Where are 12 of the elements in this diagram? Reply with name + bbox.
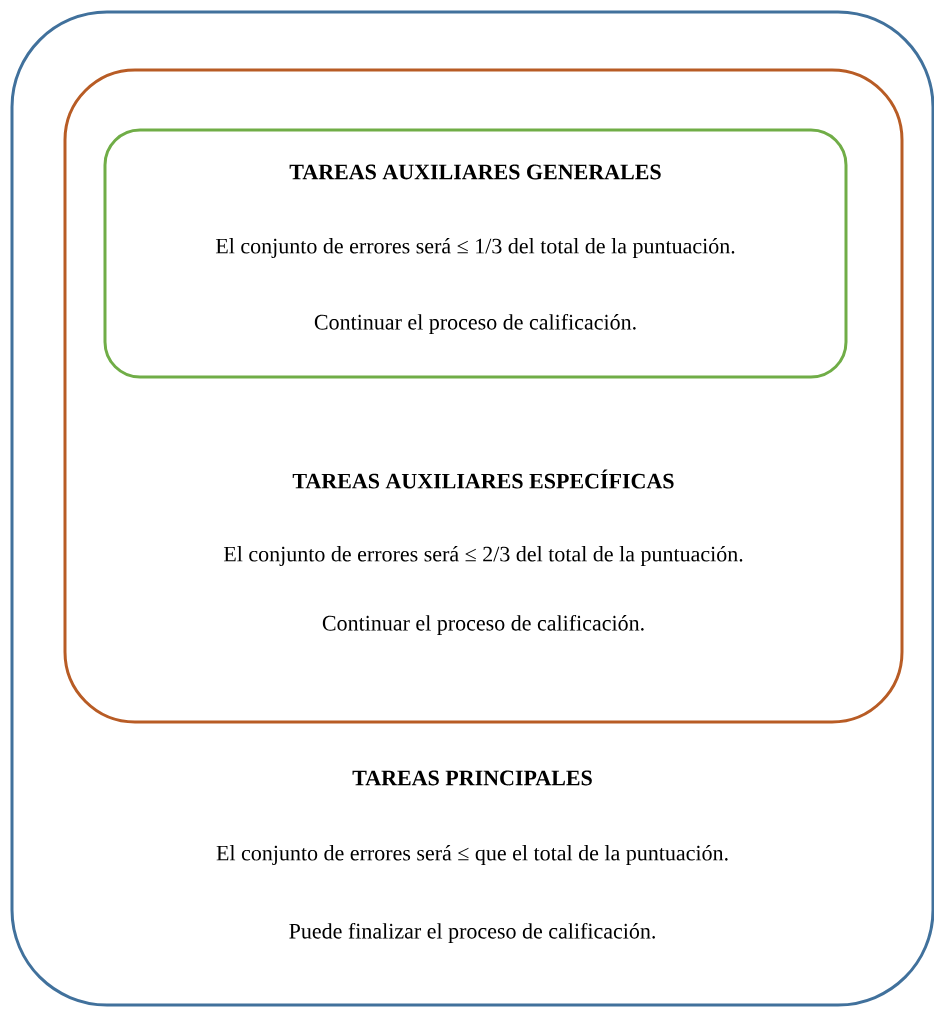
- body-text: Continuar el proceso de calificación.: [322, 614, 644, 636]
- rounded-box: [63, 68, 904, 724]
- heading: TAREAS PRINCIPALES: [352, 770, 592, 786]
- body-text: El conjunto de errores será ≤ 2/3 del total de la puntuación.: [223, 546, 743, 566]
- rounded-box: [10, 10, 934, 1007]
- body-text: El conjunto de errores será ≤ 1/3 del total de la puntuación.: [215, 238, 735, 258]
- rounded-box: [103, 128, 848, 379]
- body-text: El conjunto de errores será ≤ que el total de la puntuación.: [216, 845, 728, 865]
- heading: TAREAS AUXILIARES ESPECÍFICAS: [292, 469, 674, 489]
- body-text: Puede finalizar el proceso de calificación.: [289, 922, 655, 944]
- heading: TAREAS AUXILIARES GENERALES: [289, 164, 661, 180]
- body-text: Continuar el proceso de calificación.: [314, 313, 636, 335]
